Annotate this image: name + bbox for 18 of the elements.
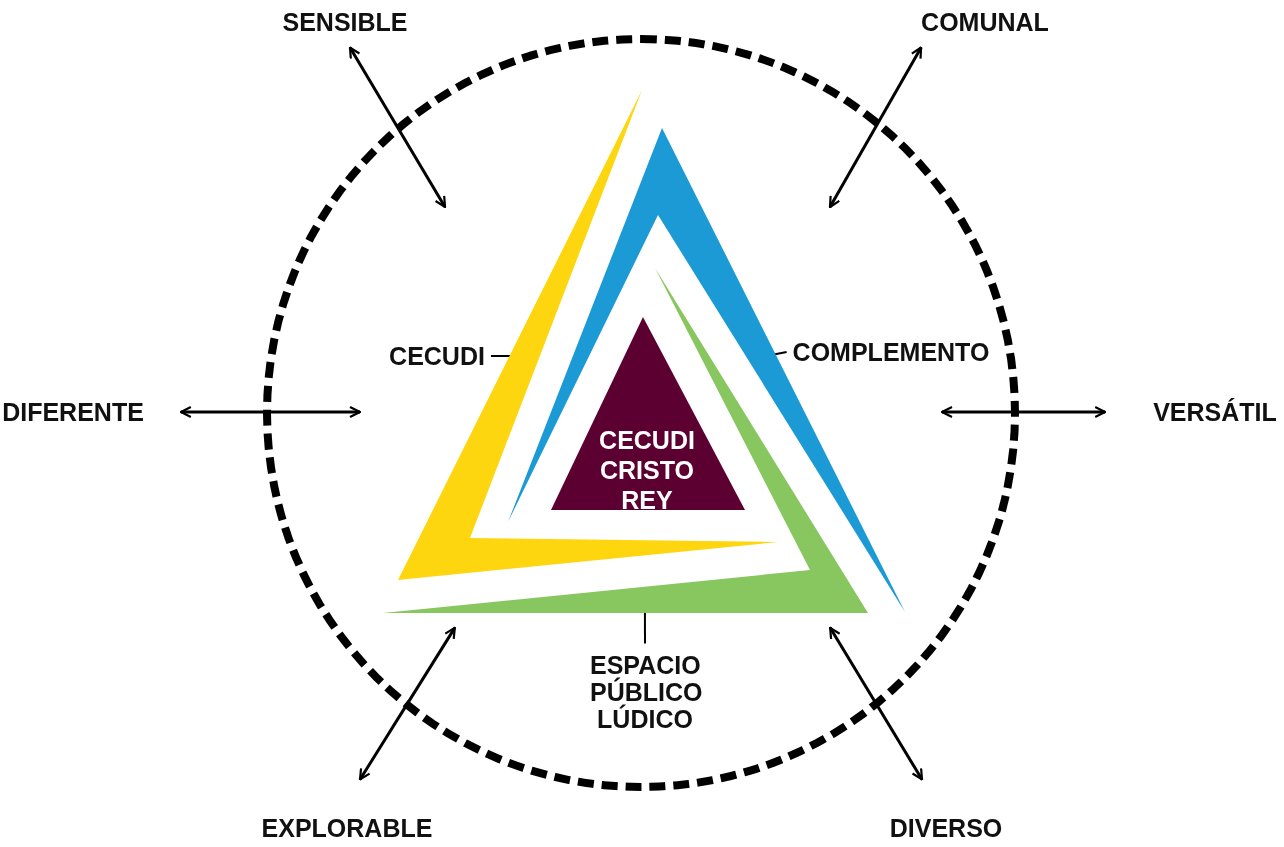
- keyword-label: COMPLEMENTO: [792, 338, 990, 366]
- keyword-label: SENSIBLE: [282, 8, 408, 36]
- triangle-shape: [551, 317, 745, 510]
- keyword-label: DIFERENTE: [2, 398, 144, 426]
- double-arrow: [348, 46, 447, 209]
- double-arrow: [828, 46, 923, 209]
- keyword-label: DIVERSO: [889, 814, 1003, 842]
- keyword-label: VERSÁTIL: [1153, 398, 1277, 426]
- double-arrow: [940, 405, 1107, 419]
- double-arrow: [179, 405, 362, 419]
- keyword-label: CECUDI: [389, 342, 485, 370]
- triangle-label: CECUDI CRISTO REY: [598, 425, 696, 515]
- keyword-label: EXPLORABLE: [261, 814, 433, 842]
- double-arrow: [358, 626, 457, 781]
- keyword-label: ESPACIO PÚBLICO LÚDICO: [590, 651, 700, 733]
- keyword-label: COMUNAL: [921, 8, 1049, 36]
- double-arrow: [828, 626, 924, 781]
- dashed-circle: [263, 35, 1019, 791]
